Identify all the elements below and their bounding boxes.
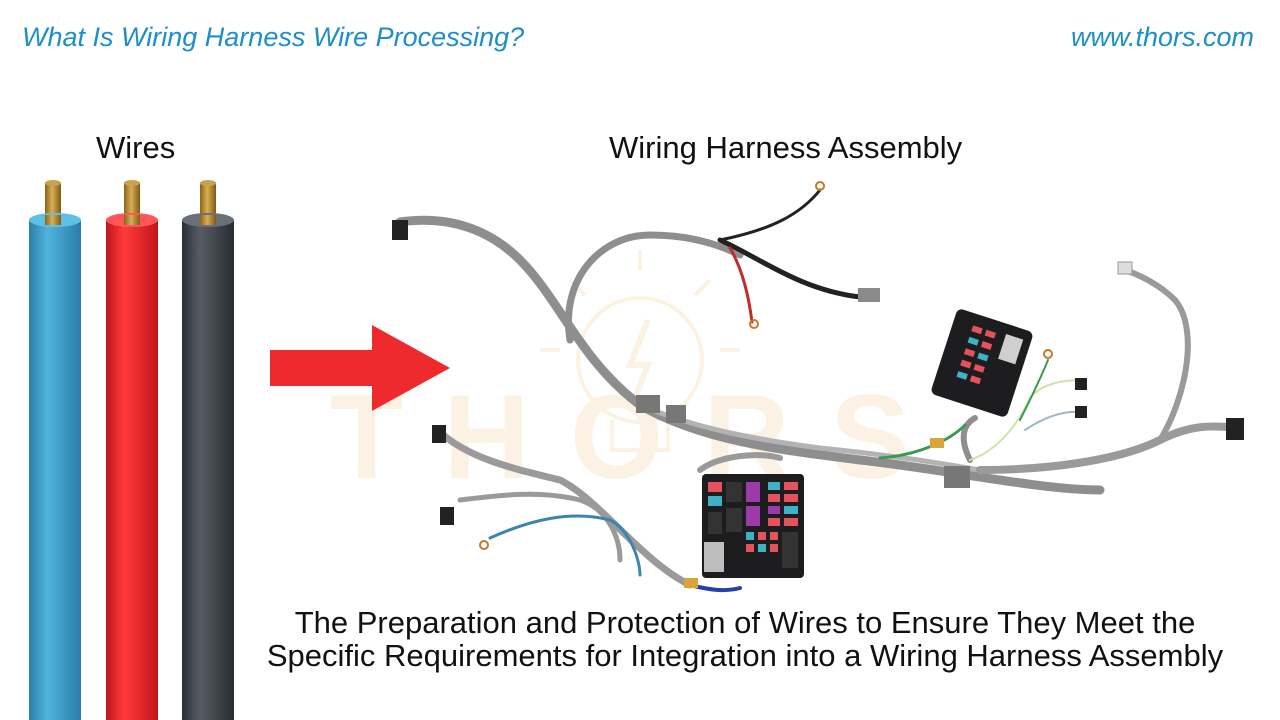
lightbulb-watermark-icon bbox=[540, 250, 740, 452]
arrow-right-icon bbox=[270, 325, 450, 411]
fuse-box-large bbox=[702, 474, 804, 578]
caption: The Preparation and Protection of Wires … bbox=[230, 606, 1260, 672]
wire-red bbox=[106, 180, 158, 720]
fuse-box-small bbox=[931, 309, 1033, 417]
wires-label: Wires bbox=[96, 130, 176, 165]
wire-blue bbox=[29, 180, 81, 720]
caption-line-1: The Preparation and Protection of Wires … bbox=[294, 605, 1196, 640]
harness-connectors bbox=[392, 181, 1244, 588]
watermark-text: THORS bbox=[330, 370, 950, 504]
website-url: www.thors.com bbox=[1070, 22, 1254, 52]
harness-label: Wiring Harness Assembly bbox=[609, 130, 963, 165]
page-title: What Is Wiring Harness Wire Processing? bbox=[22, 22, 525, 52]
wire-black bbox=[182, 180, 234, 720]
caption-line-2: Specific Requirements for Integration in… bbox=[266, 638, 1224, 673]
